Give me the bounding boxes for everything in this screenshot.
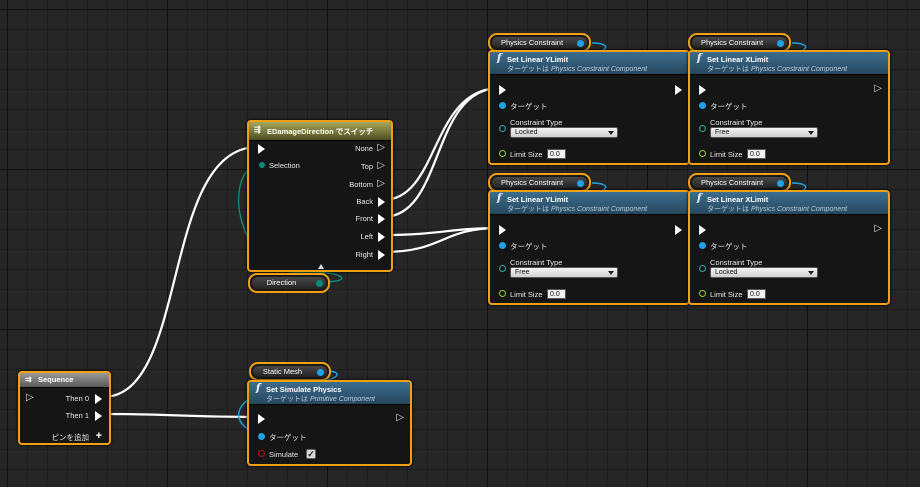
- constraint-type-pin[interactable]: [699, 125, 706, 132]
- function-icon: f: [497, 53, 502, 64]
- then1-label: Then 1: [65, 411, 89, 420]
- limit-size-input[interactable]: 0.0: [747, 149, 766, 159]
- exec-out-pin[interactable]: ▷: [874, 223, 882, 234]
- simulate-bool-pin[interactable]: [258, 450, 265, 457]
- limit-size-pin[interactable]: [699, 290, 706, 297]
- getter-pin-2[interactable]: [777, 40, 784, 47]
- switch-out-top-label: Top: [360, 162, 373, 171]
- exec-in-pin[interactable]: [699, 85, 706, 95]
- switch-header: ⇶ EDamageDirection でスイッチ: [249, 122, 391, 141]
- switch-node[interactable]: ⇶ EDamageDirection でスイッチ Selection None …: [247, 120, 393, 272]
- simulate-subtitle: ターゲットは Primitive Component: [266, 396, 375, 403]
- getter-pin-1[interactable]: [577, 40, 584, 47]
- switch-title: EDamageDirection でスイッチ: [267, 127, 374, 136]
- wire-front-to-ylimit-top[interactable]: [382, 86, 501, 219]
- constraint-type-dropdown[interactable]: Locked: [510, 127, 618, 138]
- switch-out-bottom-label: Bottom: [349, 180, 373, 189]
- exec-in-pin[interactable]: ▷: [26, 392, 34, 403]
- collapse-arrow-icon[interactable]: [318, 264, 324, 269]
- then0-pin[interactable]: [95, 394, 102, 404]
- add-pin-plus-icon[interactable]: +: [95, 430, 102, 442]
- then0-label: Then 0: [65, 394, 89, 403]
- simulate-exec-in-pin[interactable]: [258, 414, 265, 424]
- switch-out-top-pin[interactable]: ▷: [377, 160, 385, 171]
- constraint-type-pin[interactable]: [499, 125, 506, 132]
- switch-out-front-label: Front: [355, 214, 373, 223]
- exec-out-pin[interactable]: [675, 225, 682, 235]
- limit-size-input[interactable]: 0.0: [547, 289, 566, 299]
- set-linear-ylimit-node-top[interactable]: f Set Linear YLimit ターゲットは Physics Const…: [488, 50, 690, 165]
- exec-out-pin[interactable]: [675, 85, 682, 95]
- switch-out-front-pin[interactable]: [378, 214, 385, 224]
- constraint-type-dropdown[interactable]: Free: [510, 267, 618, 278]
- function-icon: f: [697, 193, 702, 204]
- direction-getter-label: Direction: [266, 278, 297, 287]
- target-pin[interactable]: [499, 242, 506, 249]
- constraint-type-pin[interactable]: [699, 265, 706, 272]
- wire-then1-to-simulate[interactable]: [102, 412, 259, 419]
- direction-getter-pin[interactable]: [316, 280, 323, 287]
- simulate-label: Simulate: [269, 450, 299, 459]
- switch-out-right-label: Right: [355, 250, 373, 259]
- selection-pin[interactable]: [259, 162, 265, 168]
- wire-then0-to-switch[interactable]: [102, 145, 259, 399]
- constraint-type-dropdown[interactable]: Free: [710, 127, 818, 138]
- target-pin[interactable]: [699, 102, 706, 109]
- set-simulate-physics-node[interactable]: f Set Simulate Physics ターゲットは Primitive …: [247, 380, 412, 466]
- static-mesh-getter-pin[interactable]: [317, 369, 324, 376]
- switch-out-back-label: Back: [356, 197, 373, 206]
- function-icon: f: [497, 193, 502, 204]
- simulate-checkbox[interactable]: ✓: [306, 449, 316, 459]
- static-mesh-getter[interactable]: Static Mesh: [249, 362, 331, 381]
- switch-out-right-pin[interactable]: [378, 250, 385, 260]
- set-linear-xlimit-node-bottom[interactable]: f Set Linear XLimit ターゲットは Physics Const…: [688, 190, 890, 305]
- sequence-header: ⇉ Sequence: [20, 373, 109, 388]
- switch-icon: ⇶: [254, 125, 261, 134]
- switch-out-none-pin[interactable]: ▷: [377, 142, 385, 153]
- target-pin[interactable]: [499, 102, 506, 109]
- target-pin[interactable]: [699, 242, 706, 249]
- switch-out-left-pin[interactable]: [378, 232, 385, 242]
- switch-out-bottom-pin[interactable]: ▷: [377, 178, 385, 189]
- direction-getter[interactable]: Direction: [248, 273, 330, 293]
- switch-out-back-pin[interactable]: [378, 197, 385, 207]
- function-icon: f: [697, 53, 702, 64]
- exec-out-pin[interactable]: ▷: [874, 83, 882, 94]
- simulate-target-pin[interactable]: [258, 433, 265, 440]
- limit-size-pin[interactable]: [699, 150, 706, 157]
- function-icon: f: [256, 383, 261, 394]
- then1-pin[interactable]: [95, 411, 102, 421]
- limit-size-input[interactable]: 0.0: [747, 289, 766, 299]
- set-linear-xlimit-node-top[interactable]: f Set Linear XLimit ターゲットは Physics Const…: [688, 50, 890, 165]
- sequence-node[interactable]: ⇉ Sequence ▷ Then 0 Then 1 ピンを追加 +: [18, 371, 111, 445]
- static-mesh-getter-label: Static Mesh: [262, 367, 303, 376]
- limit-size-pin[interactable]: [499, 290, 506, 297]
- getter-pin-4[interactable]: [777, 180, 784, 187]
- limit-size-input[interactable]: 0.0: [547, 149, 566, 159]
- exec-in-pin[interactable]: [499, 225, 506, 235]
- limit-size-pin[interactable]: [499, 150, 506, 157]
- add-pin-label[interactable]: ピンを追加: [51, 433, 90, 442]
- wire-right-to-ylimit-bottom[interactable]: [382, 226, 501, 254]
- simulate-title: Set Simulate Physics: [266, 385, 342, 394]
- simulate-target-label: ターゲット: [269, 433, 307, 442]
- switch-exec-in-pin[interactable]: [258, 144, 265, 154]
- switch-out-left-label: Left: [360, 232, 373, 241]
- switch-out-none-label: None: [355, 144, 373, 153]
- exec-in-pin[interactable]: [699, 225, 706, 235]
- sequence-title: Sequence: [38, 375, 74, 384]
- constraint-type-dropdown[interactable]: Locked: [710, 267, 818, 278]
- simulate-exec-out-pin[interactable]: ▷: [396, 412, 404, 423]
- simulate-header: f Set Simulate Physics ターゲットは Primitive …: [249, 382, 410, 405]
- constraint-type-pin[interactable]: [499, 265, 506, 272]
- sequence-icon: ⇉: [25, 375, 32, 384]
- exec-in-pin[interactable]: [499, 85, 506, 95]
- selection-label: Selection: [269, 161, 300, 170]
- getter-pin-3[interactable]: [577, 180, 584, 187]
- set-linear-ylimit-node-bottom[interactable]: f Set Linear YLimit ターゲットは Physics Const…: [488, 190, 690, 305]
